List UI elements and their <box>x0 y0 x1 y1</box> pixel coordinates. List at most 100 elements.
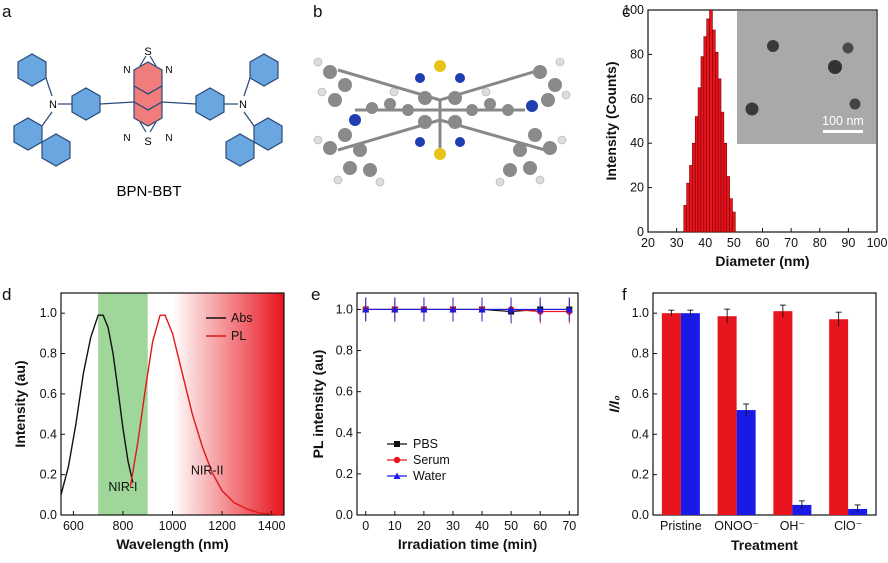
x-tick-label: 800 <box>113 519 134 533</box>
scale-bar-label: 100 nm <box>822 114 864 128</box>
bar <box>792 504 812 515</box>
nitrogen-atom-tl: N <box>123 65 130 76</box>
x-axis-label: Irradiation time (min) <box>398 536 537 552</box>
nanoparticle <box>849 98 861 110</box>
y-tick-label: 0.0 <box>40 508 57 522</box>
category-label: ONOO⁻ <box>714 519 759 533</box>
histogram-bar <box>697 87 702 233</box>
x-tick-label: 1000 <box>159 519 187 533</box>
x-tick-label: 100 <box>867 236 888 250</box>
y-axis-label: PL intensity (au) <box>310 350 326 459</box>
histogram-bar <box>706 18 710 233</box>
legend-label: Abs <box>231 311 253 325</box>
data-point <box>507 305 515 313</box>
legend-marker <box>393 456 401 464</box>
x-tick-label: 0 <box>362 519 369 533</box>
y-tick-label: 0.2 <box>40 468 57 482</box>
x-tick-label: 90 <box>841 236 855 250</box>
legend-label: PBS <box>413 437 438 451</box>
nanoparticle <box>828 60 842 74</box>
histogram-bar <box>726 176 730 233</box>
panel-b-label: b <box>313 2 322 21</box>
category-label: OH⁻ <box>780 519 805 533</box>
y-axis-label: Intensity (Counts) <box>603 62 619 181</box>
y-tick-label: 0.8 <box>632 347 649 361</box>
nir-i-region <box>98 293 148 515</box>
sulfur-atom-bottom: S <box>144 136 151 148</box>
x-tick-label: 70 <box>562 519 576 533</box>
histogram-bar <box>694 116 699 233</box>
y-tick-label: 0.2 <box>632 468 649 482</box>
y-tick-label: 1.0 <box>40 306 57 320</box>
x-tick-label: 1200 <box>208 519 236 533</box>
legend-label: Serum <box>413 453 450 467</box>
x-tick-label: 30 <box>446 519 460 533</box>
right-naphthyl-ring-a <box>253 117 283 151</box>
legend-label: PL <box>231 329 246 343</box>
histogram-bar <box>729 198 733 233</box>
molecule-structure <box>13 53 283 167</box>
spectrum-line <box>60 314 134 495</box>
category-label: Pristine <box>660 519 702 533</box>
histogram-bar <box>703 36 707 233</box>
x-tick-label: 40 <box>475 519 489 533</box>
histogram-bar <box>700 56 705 233</box>
tem-image-background <box>737 11 876 144</box>
right-linker-ring <box>195 87 225 121</box>
x-tick-label: 30 <box>670 236 684 250</box>
legend-marker <box>393 472 401 479</box>
compound-name: BPN-BBT <box>116 183 181 200</box>
molecule-3d-model <box>313 57 571 187</box>
bar <box>736 410 756 515</box>
y-tick-label: 0.0 <box>632 508 649 522</box>
x-tick-label: 60 <box>533 519 547 533</box>
x-tick-label: 20 <box>641 236 655 250</box>
data-point <box>478 305 486 313</box>
tem-image-inset: 100 nm <box>737 11 876 144</box>
amine-nitrogen-right: N <box>239 99 247 111</box>
data-point <box>362 305 370 313</box>
x-tick-label: 50 <box>504 519 518 533</box>
x-tick-label: 50 <box>727 236 741 250</box>
y-tick-label: 1.0 <box>632 306 649 320</box>
bar <box>773 311 793 515</box>
x-axis-label: Treatment <box>731 537 798 553</box>
right-phenyl-ring <box>249 53 279 87</box>
y-tick-label: 1.0 <box>336 302 353 316</box>
y-tick-label: 20 <box>630 181 644 195</box>
nitrogen-atom-br: N <box>165 133 172 144</box>
histogram-bar <box>723 142 728 233</box>
nanoparticle <box>767 40 779 52</box>
panel-b: b <box>313 2 571 187</box>
histogram-bar <box>712 29 716 233</box>
y-tick-label: 0.6 <box>40 387 57 401</box>
y-tick-label: 0.2 <box>336 467 353 481</box>
y-tick-label: 0.4 <box>632 427 649 441</box>
panel-a-label: a <box>2 2 12 21</box>
x-tick-label: 600 <box>63 519 84 533</box>
left-naphthyl-ring-a <box>13 117 43 151</box>
histogram-bar <box>720 111 725 233</box>
histogram-bar <box>692 142 696 233</box>
data-point <box>536 305 544 313</box>
histogram-bar <box>714 51 719 233</box>
y-axis-label: Intensity (au) <box>12 360 28 447</box>
y-tick-label: 0.8 <box>40 347 57 361</box>
y-tick-label: 0.6 <box>336 385 353 399</box>
x-tick-label: 10 <box>388 519 402 533</box>
bar <box>829 319 849 515</box>
plot-frame <box>356 292 579 516</box>
x-axis-label: Diameter (nm) <box>715 253 809 269</box>
panel-c-label: c <box>622 2 631 21</box>
bar <box>717 316 737 515</box>
histogram-bar <box>732 211 736 233</box>
nir-ii-region <box>172 293 284 515</box>
x-tick-label: 70 <box>784 236 798 250</box>
nanoparticle <box>745 102 759 116</box>
x-axis-label: Wavelength (nm) <box>116 536 228 552</box>
y-tick-label: 0.4 <box>40 427 57 441</box>
